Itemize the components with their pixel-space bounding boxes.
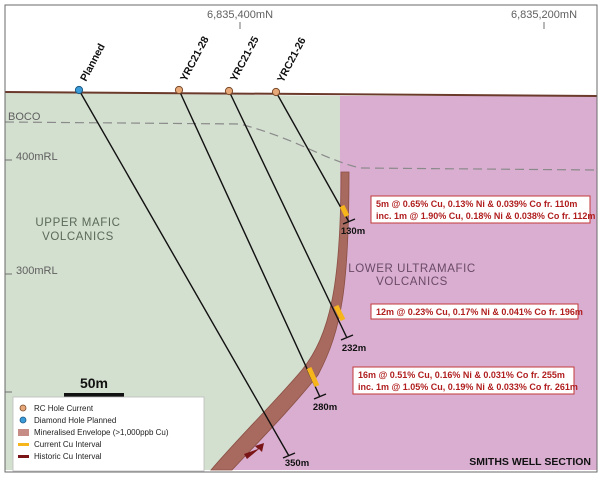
boco-line xyxy=(4,121,598,171)
intercept-box-1 xyxy=(370,195,591,224)
intercept-1-line-2: inc. 1m @ 1.90% Cu, 0.18% Ni & 0.038% Co… xyxy=(376,211,595,221)
intercept-3-line-1: 16m @ 0.51% Cu, 0.16% Ni & 0.031% Co fr.… xyxy=(358,370,565,380)
legend-symbol-envelope xyxy=(18,429,29,436)
eoh-tick-yrc21-28 xyxy=(313,393,327,400)
scale-bar-label: 50m xyxy=(80,375,108,391)
cu-interval-yrc21-25 xyxy=(333,304,346,322)
section-title: SMITHS WELL SECTION xyxy=(469,456,591,468)
eoh-depth-yrc21-28: 280m xyxy=(313,402,337,413)
legend-label-envelope: Mineralised Envelope (>1,000ppb Cu) xyxy=(34,428,169,437)
cu-interval-yrc21-26 xyxy=(339,204,350,218)
upper-mafic-label-line2: VOLCANICS xyxy=(42,231,114,243)
legend-box xyxy=(12,396,205,472)
section-frame xyxy=(4,4,598,473)
legend-symbol-diamond-hole xyxy=(19,416,27,424)
legend-label-current-interval: Current Cu Interval xyxy=(34,440,102,449)
intercept-3-line-2: inc. 1m @ 1.05% Cu, 0.19% Ni & 0.033% Co… xyxy=(358,382,578,392)
upper-mafic-unit xyxy=(5,92,340,470)
collar-planned-diamond xyxy=(74,85,84,95)
eoh-depth-yrc21-26: 130m xyxy=(341,226,365,237)
northing-label-2: 6,835,200mN xyxy=(511,9,577,21)
lower-ultramafic-label-line2: VOLCANICS xyxy=(376,276,448,288)
legend-symbol-current-interval xyxy=(18,443,29,446)
hole-trace-yrc21-26 xyxy=(275,91,350,223)
eoh-tick-planned xyxy=(282,452,296,459)
scale-bar xyxy=(64,393,124,397)
rl-label-400: 400mRL xyxy=(16,151,58,163)
intercept-2-line-1: 12m @ 0.23% Cu, 0.17% Ni & 0.041% Co fr.… xyxy=(376,307,583,317)
upper-mafic-label-line1: UPPER MAFIC xyxy=(35,217,120,229)
legend-symbol-historic-interval xyxy=(18,455,29,458)
rl-label-300: 300mRL xyxy=(16,265,58,277)
eoh-depth-planned: 350m xyxy=(285,458,309,469)
boco-label: BOCO xyxy=(8,111,41,123)
ground-surface xyxy=(4,91,598,97)
hole-trace-yrc21-28 xyxy=(178,89,321,398)
legend-label-historic-interval: Historic Cu Interval xyxy=(34,452,102,461)
northing-label-1: 6,835,400mN xyxy=(207,9,273,21)
ultramafic-wedge xyxy=(222,175,350,470)
hole-trace-planned xyxy=(78,89,290,457)
legend-label-rc-hole: RC Hole Current xyxy=(34,404,94,413)
collar-yrc21-26 xyxy=(271,87,281,97)
eoh-depth-yrc21-25: 232m xyxy=(342,343,366,354)
collar-yrc21-25 xyxy=(224,86,234,96)
plunge-arrow-icon xyxy=(244,443,264,459)
hole-trace-yrc21-25 xyxy=(228,90,348,339)
intercept-box-3 xyxy=(352,366,575,395)
collar-yrc21-28 xyxy=(174,85,184,95)
cu-interval-yrc21-28 xyxy=(306,366,320,388)
eoh-tick-yrc21-25 xyxy=(340,334,354,341)
lower-ultramafic-label-line1: LOWER ULTRAMAFIC xyxy=(348,263,476,275)
legend-label-diamond-hole: Diamond Hole Planned xyxy=(34,416,116,425)
intercept-box-2 xyxy=(370,303,579,320)
legend-symbol-rc-hole xyxy=(19,404,27,412)
intercept-1-line-1: 5m @ 0.65% Cu, 0.13% Ni & 0.039% Co fr. … xyxy=(376,199,577,209)
eoh-tick-yrc21-26 xyxy=(342,218,356,225)
